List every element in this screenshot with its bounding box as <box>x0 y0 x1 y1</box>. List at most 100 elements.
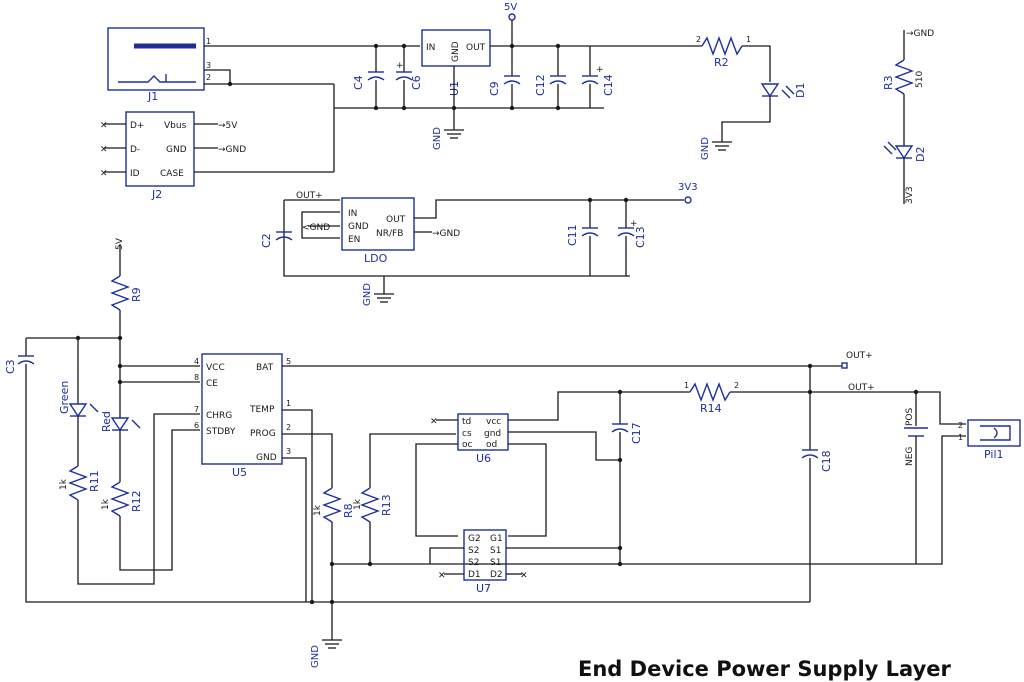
u7-pin-g2: G2 <box>468 534 481 544</box>
red-led-label: Red <box>100 411 113 432</box>
c13-capacitor: + C13 <box>617 200 647 276</box>
c12-label: C12 <box>534 74 547 96</box>
svg-text:3V3: 3V3 <box>905 186 915 204</box>
u6-protection-ic: td cs oc vcc gnd od U6 <box>457 413 509 465</box>
ldo-pin-en: EN <box>348 235 360 245</box>
u1-regulator: IN GND OUT U1 <box>421 29 491 96</box>
svg-text:8: 8 <box>194 373 199 382</box>
c17-capacitor: C17 <box>611 392 643 460</box>
net-outp-right: OUT+ <box>848 383 875 393</box>
u6-pin-gnd: gnd <box>484 429 501 439</box>
net-5v-label: 5V <box>504 2 517 13</box>
c9-capacitor: C9 <box>488 46 521 108</box>
c11-label: C11 <box>566 224 579 246</box>
u5-pin-temp: TEMP <box>249 405 275 415</box>
r8-value: 1k <box>313 504 323 516</box>
svg-text:✕: ✕ <box>100 121 108 131</box>
c9-label: C9 <box>488 81 501 96</box>
c13-label: C13 <box>634 226 647 248</box>
r2-resistor: 2 1 R2 <box>696 35 751 69</box>
j2-pin-gnd: GND <box>166 145 187 155</box>
green-led: Green <box>58 381 99 418</box>
r12-value: 1k <box>101 498 111 510</box>
u7-pin-d1: D1 <box>468 570 481 580</box>
svg-text:✕: ✕ <box>100 169 108 179</box>
c18-label: C18 <box>820 450 833 472</box>
gnd-symbol-d1 <box>712 141 732 151</box>
u1-pin-out: OUT <box>466 43 486 53</box>
j2-pin-case: CASE <box>160 169 184 179</box>
svg-text:✕: ✕ <box>438 571 446 581</box>
svg-text:1: 1 <box>206 37 211 46</box>
c11-capacitor: C11 <box>566 200 599 276</box>
svg-text:2: 2 <box>958 421 963 430</box>
r8-label: R8 <box>342 503 355 518</box>
r13-label: R13 <box>380 494 393 516</box>
svg-text:→GND: →GND <box>906 29 934 39</box>
red-led: Red <box>100 411 141 432</box>
r11-label: R11 <box>88 470 101 492</box>
net-5v-r9: 5V <box>115 237 125 250</box>
d2-led: D2 <box>883 141 927 162</box>
c6-capacitor: + C6 <box>395 46 423 108</box>
r12-label: R12 <box>130 490 143 512</box>
svg-text:2: 2 <box>206 73 211 82</box>
c6-label: C6 <box>410 75 423 90</box>
svg-text:1: 1 <box>684 381 689 390</box>
u7-pin-d2: D2 <box>490 570 503 580</box>
r8-resistor: R8 1k <box>313 487 355 523</box>
svg-text:→GND: →GND <box>218 145 246 155</box>
u7-mosfet-pair: G2 S2 S2 D1 G1 S1 S1 D2 U7 <box>463 529 507 595</box>
d1-led: D1 <box>760 83 807 99</box>
r12-resistor: R12 1k <box>101 481 143 517</box>
gnd-symbol-ldo <box>374 293 394 303</box>
svg-text:✕: ✕ <box>100 145 108 155</box>
j2-label: J2 <box>151 188 162 201</box>
u5-label: U5 <box>232 466 247 479</box>
c2-capacitor: C2 <box>260 231 293 248</box>
pil1-connector: 2 1 Pil1 <box>958 419 1021 461</box>
c12-capacitor: C12 <box>534 46 567 108</box>
ldo-pin-out: OUT <box>386 215 406 225</box>
c14-capacitor: + C14 <box>581 46 615 108</box>
j2-pin-id: ID <box>130 169 140 179</box>
svg-text:2: 2 <box>286 423 291 432</box>
svg-text:1: 1 <box>286 399 291 408</box>
r13-resistor: R13 1k <box>353 487 393 523</box>
svg-text:3: 3 <box>206 61 211 70</box>
net-3v3-label: 3V3 <box>678 182 698 193</box>
ldo-pin-in: IN <box>348 209 357 219</box>
u7-pin-s2b: S2 <box>468 558 479 568</box>
u1-pin-in: IN <box>426 43 435 53</box>
u1-pin-gnd: GND <box>451 41 461 62</box>
u7-pin-s1b: S1 <box>490 558 501 568</box>
svg-text:+: + <box>630 219 638 229</box>
j1-label: J1 <box>147 90 158 103</box>
svg-text:1: 1 <box>958 433 963 442</box>
r3-resistor: R3 510 <box>882 59 925 95</box>
r9-label: R9 <box>130 287 143 302</box>
u6-pin-td: td <box>462 417 471 427</box>
gnd-label-bottom: GND <box>310 645 321 668</box>
u5-pin-chrg: CHRG <box>206 411 232 421</box>
r11-resistor: R11 1k <box>59 465 101 501</box>
u7-pin-s2a: S2 <box>468 546 479 556</box>
u5-pin-bat: BAT <box>256 363 274 373</box>
green-led-label: Green <box>58 381 71 414</box>
ldo-label: LDO <box>364 252 388 265</box>
pil1-label: Pil1 <box>984 448 1004 461</box>
net-outp-ldo: OUT+ <box>296 191 323 201</box>
svg-text:→GND: →GND <box>432 229 460 239</box>
c4-capacitor: C4 <box>352 46 385 108</box>
ldo-regulator: IN GND EN OUT NR/FB LDO <box>341 197 415 265</box>
u5-pin-ce: CE <box>206 379 218 389</box>
svg-text:5: 5 <box>286 357 291 366</box>
gnd-symbol-bottom <box>322 639 342 649</box>
u5-charger-ic: VCC CE CHRG STDBY BAT TEMP PROG GND U5 <box>201 353 283 479</box>
d2-label: D2 <box>914 147 927 162</box>
svg-text:6: 6 <box>194 421 199 430</box>
u5-pin-gnd: GND <box>256 453 277 463</box>
r3-value: 510 <box>915 71 925 88</box>
svg-text:7: 7 <box>194 405 199 414</box>
r11-value: 1k <box>59 478 69 490</box>
